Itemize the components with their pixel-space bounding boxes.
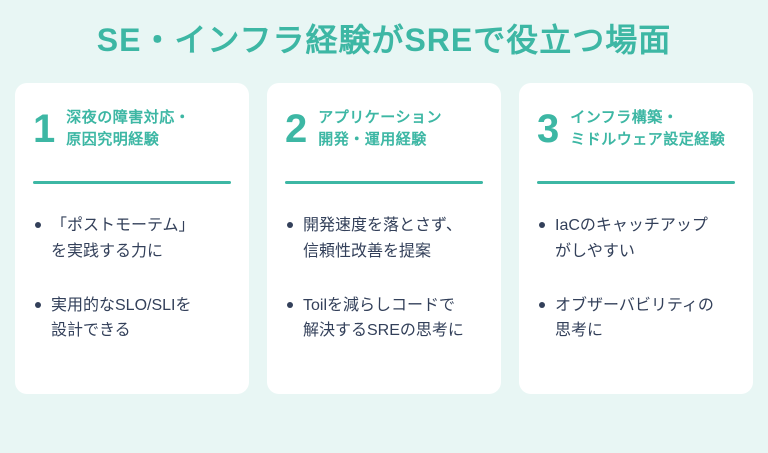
card-1-bullet-list: 「ポストモーテム」 を実践する力に 実用的なSLO/SLIを 設計できる (33, 213, 231, 343)
bullet-text: Toilを減らしコードで 解決するSREの思考に (303, 296, 464, 340)
card-2-divider (285, 181, 483, 185)
card-3-heading: インフラ構築・ ミドルウェア設定経験 (570, 108, 726, 149)
bullet-text: 実用的なSLO/SLIを 設計できる (51, 296, 192, 340)
bullet-dot-icon (539, 222, 545, 229)
card-2: 2 アプリケーション 開発・運用経験 開発速度を落とさず、 信頼性改善を提案 T… (267, 83, 501, 395)
list-item: IaCのキャッチアップ がしやすい (537, 213, 735, 264)
card-3-number: 3 (537, 107, 560, 152)
bullet-dot-icon (35, 222, 41, 229)
card-2-bullet-list: 開発速度を落とさず、 信頼性改善を提案 Toilを減らしコードで 解決するSRE… (285, 213, 483, 343)
card-2-heading: アプリケーション 開発・運用経験 (318, 108, 442, 149)
bullet-dot-icon (287, 222, 293, 229)
list-item: 開発速度を落とさず、 信頼性改善を提案 (285, 213, 483, 264)
list-item: オブザーバビリティの 思考に (537, 293, 735, 344)
card-3-divider (537, 181, 735, 185)
card-1: 1 深夜の障害対応・ 原因究明経験 「ポストモーテム」 を実践する力に 実用的な… (15, 83, 249, 395)
card-1-heading: 深夜の障害対応・ 原因究明経験 (66, 108, 191, 149)
list-item: 実用的なSLO/SLIを 設計できる (33, 293, 231, 344)
cards-row: 1 深夜の障害対応・ 原因究明経験 「ポストモーテム」 を実践する力に 実用的な… (0, 83, 768, 395)
bullet-text: 開発速度を落とさず、 信頼性改善を提案 (303, 217, 462, 260)
card-2-header: 2 アプリケーション 開発・運用経験 (285, 103, 483, 155)
card-2-number: 2 (285, 107, 308, 152)
bullet-text: オブザーバビリティの 思考に (555, 296, 714, 340)
card-1-divider (33, 181, 231, 185)
bullet-text: 「ポストモーテム」 を実践する力に (51, 217, 195, 260)
card-3: 3 インフラ構築・ ミドルウェア設定経験 IaCのキャッチアップ がしやすい オ… (519, 83, 753, 395)
bullet-dot-icon (539, 301, 545, 308)
page-title: SE・インフラ経験がSREで役立つ場面 (96, 22, 672, 58)
infographic-page: SE・インフラ経験がSREで役立つ場面 1 深夜の障害対応・ 原因究明経験 「ポ… (0, 21, 768, 453)
list-item: 「ポストモーテム」 を実践する力に (33, 213, 231, 264)
card-1-number: 1 (33, 107, 56, 152)
list-item: Toilを減らしコードで 解決するSREの思考に (285, 293, 483, 344)
bullet-dot-icon (287, 301, 293, 308)
card-1-header: 1 深夜の障害対応・ 原因究明経験 (33, 103, 231, 155)
bullet-text: IaCのキャッチアップ がしやすい (555, 217, 708, 260)
card-3-bullet-list: IaCのキャッチアップ がしやすい オブザーバビリティの 思考に (537, 213, 735, 343)
card-3-header: 3 インフラ構築・ ミドルウェア設定経験 (537, 103, 735, 155)
bullet-dot-icon (35, 301, 41, 308)
